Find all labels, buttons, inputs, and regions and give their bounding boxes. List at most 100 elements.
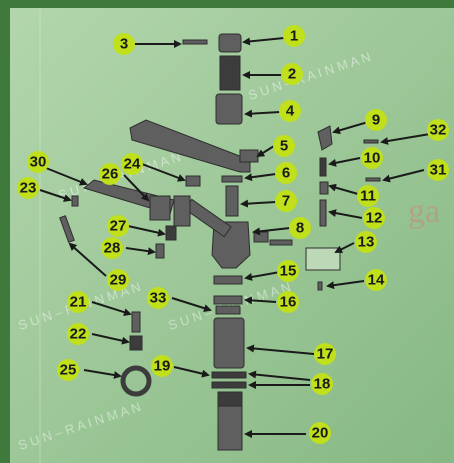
callout-8: 8	[289, 217, 311, 239]
leader-line	[141, 163, 186, 182]
leader-line	[244, 296, 277, 305]
callout-21: 21	[67, 291, 89, 313]
callout-12: 12	[363, 207, 385, 229]
leader-line	[252, 227, 291, 236]
callout-number: 24	[124, 156, 141, 173]
part-stem	[225, 185, 239, 217]
part-pin	[363, 139, 379, 144]
callout-30: 30	[27, 151, 49, 173]
callout-31: 31	[427, 159, 449, 181]
callout-number: 29	[110, 272, 127, 289]
callout-33: 33	[147, 287, 169, 309]
part-screw	[319, 199, 327, 227]
callout-number: 31	[430, 162, 447, 179]
callout-number: 9	[372, 112, 380, 129]
part-arm-block	[239, 149, 259, 163]
callout-20: 20	[309, 422, 331, 444]
callout-32: 32	[427, 119, 449, 141]
leader-line	[125, 247, 156, 256]
callout-14: 14	[365, 269, 387, 291]
part-spring	[165, 225, 177, 241]
callout-29: 29	[107, 269, 129, 291]
callout-number: 8	[296, 220, 304, 237]
callout-number: 13	[358, 234, 375, 251]
callout-number: 11	[360, 188, 376, 205]
callout-number: 28	[104, 240, 121, 257]
part-side-pin	[253, 231, 269, 243]
part-bracket-plate	[173, 195, 191, 227]
callout-number: 30	[30, 154, 47, 171]
leader-line	[83, 369, 122, 379]
callout-number: 16	[280, 294, 297, 311]
callout-1: 1	[283, 25, 305, 47]
leader-line	[39, 189, 72, 202]
part-pin	[365, 177, 381, 182]
leader-line	[328, 157, 361, 167]
callout-number: 17	[317, 346, 334, 363]
callout-4: 4	[279, 100, 301, 122]
callout-23: 23	[17, 177, 39, 199]
callout-number: 6	[282, 165, 290, 182]
part-small-screw	[317, 281, 323, 291]
callout-5: 5	[273, 135, 295, 157]
leader-line	[242, 37, 285, 46]
part-seal	[211, 381, 247, 389]
callouts: 1 2 3 4 5 6 7 8 9 10 11 12 13 14 15 16 1…	[17, 25, 449, 444]
callout-17: 17	[314, 343, 336, 365]
callout-number: 33	[150, 290, 167, 307]
callout-24: 24	[121, 153, 143, 175]
callout-9: 9	[365, 109, 387, 131]
callout-number: 32	[430, 122, 447, 139]
leader-line	[256, 145, 275, 158]
part-top-nut	[218, 33, 242, 53]
part-washer	[221, 175, 243, 183]
leader-line	[326, 280, 365, 290]
part-cam	[317, 125, 333, 151]
callout-number: 7	[282, 193, 290, 210]
part-ring	[213, 275, 243, 285]
callout-28: 28	[101, 237, 123, 259]
part-small-spring	[319, 157, 327, 177]
leader-line	[244, 271, 281, 281]
part-pin	[182, 39, 208, 45]
part-small-bar	[269, 239, 293, 246]
watermark-brand: ga	[408, 193, 440, 230]
leader-line	[91, 333, 130, 345]
leader-line	[123, 174, 150, 202]
callout-number: 15	[280, 263, 297, 280]
leader-lines	[39, 37, 431, 438]
callout-10: 10	[361, 147, 383, 169]
callout-number: 4	[286, 103, 295, 120]
callout-3: 3	[113, 33, 135, 55]
part-cap	[215, 93, 243, 125]
part-ring	[215, 305, 241, 315]
leader-line	[382, 169, 425, 183]
callout-25: 25	[57, 359, 79, 381]
part-plate	[305, 247, 341, 271]
leader-line	[332, 121, 369, 135]
leader-line	[334, 242, 355, 253]
part-ring	[213, 295, 243, 305]
callout-18: 18	[311, 373, 333, 395]
leader-line	[248, 370, 311, 381]
callout-27: 27	[107, 215, 129, 237]
part-riser-thread	[217, 391, 243, 407]
part-hose-ring	[120, 365, 152, 397]
callout-number: 21	[70, 294, 87, 311]
leader-line	[328, 209, 363, 219]
callout-number: 19	[154, 358, 171, 375]
callout-number: 12	[366, 210, 383, 227]
callout-22: 22	[67, 323, 89, 345]
leader-line	[171, 297, 212, 313]
callout-19: 19	[151, 355, 173, 377]
part-screw	[155, 243, 165, 259]
part-seal	[211, 371, 247, 379]
callout-number: 26	[102, 166, 119, 183]
leader-line	[240, 199, 277, 208]
callout-number: 22	[70, 326, 87, 343]
leader-line	[127, 225, 166, 237]
part-small-stud	[319, 181, 329, 195]
part-small-screw	[71, 195, 79, 207]
callout-number: 1	[290, 28, 298, 45]
